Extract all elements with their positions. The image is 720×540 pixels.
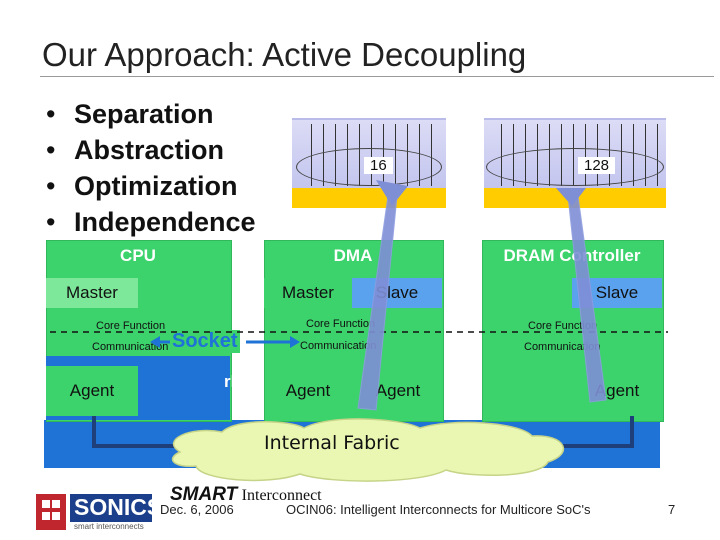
bullet-item: • Optimization — [46, 168, 256, 204]
fabric-cloud-icon — [171, 418, 565, 482]
network-label-fragment: rk — [224, 372, 241, 391]
memory-width-ellipse-right — [486, 148, 664, 186]
bullet-marker: • — [46, 99, 56, 129]
dram-arrowhead-icon — [556, 188, 586, 206]
bullet-marker: • — [46, 135, 56, 165]
bullet-text: Independence — [74, 207, 256, 237]
dma-communication: Communication — [300, 340, 377, 352]
dram-block — [482, 240, 664, 422]
dma-arrowhead-icon — [376, 180, 408, 206]
sonics-logo: SONICS smart interconnects — [34, 490, 162, 534]
cpu-agent: Agent — [46, 366, 138, 416]
dma-memory-arrow-icon — [357, 184, 399, 411]
dma-label: DMA — [333, 246, 373, 265]
bullet-list: • Separation • Abstraction • Optimization •… — [46, 96, 256, 240]
cpu-communication: Communication — [92, 341, 169, 353]
memory-width-left: 16 — [364, 157, 393, 174]
dma-agent-slave: Agent — [375, 381, 421, 400]
cpu-label: CPU — [120, 246, 156, 265]
bullet-text: Abstraction — [74, 135, 225, 165]
sonics-wordmark: SONICS — [74, 494, 163, 520]
bullet-item: • Abstraction — [46, 132, 256, 168]
socket-arrowhead-icon — [290, 336, 300, 348]
socket-arrowhead-left-icon — [150, 336, 160, 348]
agent-connector-left — [92, 416, 190, 448]
slide-title: Our Approach: Active Decoupling — [42, 36, 527, 73]
title-divider — [40, 76, 714, 77]
dma-master: Master — [264, 278, 352, 308]
dram-core-function: Core Function — [528, 320, 598, 332]
sonics-tagline: smart interconnects — [74, 522, 144, 531]
fabric-label: Internal Fabric — [264, 432, 400, 454]
bullet-marker: • — [46, 207, 56, 237]
footer-date: Dec. 6, 2006 — [160, 502, 234, 517]
dma-agent-master: Agent — [285, 381, 331, 400]
memory-width-ellipse-left — [296, 148, 442, 186]
dram-communication: Communication — [524, 341, 601, 353]
bullet-item: • Independence — [46, 204, 256, 240]
agent-connector-right — [538, 416, 634, 448]
memory-band-left — [292, 188, 446, 208]
dma-block — [264, 240, 444, 422]
page-number: 7 — [668, 502, 676, 517]
smart-subword: Interconnect — [241, 487, 322, 504]
bullet-item: • Separation — [46, 96, 256, 132]
sonics-logo-icon — [36, 494, 152, 530]
dram-memory-arrow-icon — [567, 195, 607, 403]
cpu-core-function: Core Function — [96, 320, 166, 332]
dma-core-function: Core Function — [306, 318, 376, 330]
memory-width-right: 128 — [578, 157, 616, 174]
socket-label: Socket — [170, 330, 240, 353]
bullet-text: Separation — [74, 99, 214, 129]
cpu-master: Master — [46, 278, 138, 308]
smart-logo: SMART Interconnect — [170, 484, 322, 506]
smart-wordmark: SMART — [170, 484, 238, 505]
bullet-marker: • — [46, 171, 56, 201]
footer-text: OCIN06: Intelligent Interconnects for Mu… — [286, 502, 591, 517]
dram-agent: Agent — [594, 381, 640, 400]
dram-label: DRAM Controller — [503, 246, 641, 265]
bullet-text: Optimization — [74, 171, 238, 201]
